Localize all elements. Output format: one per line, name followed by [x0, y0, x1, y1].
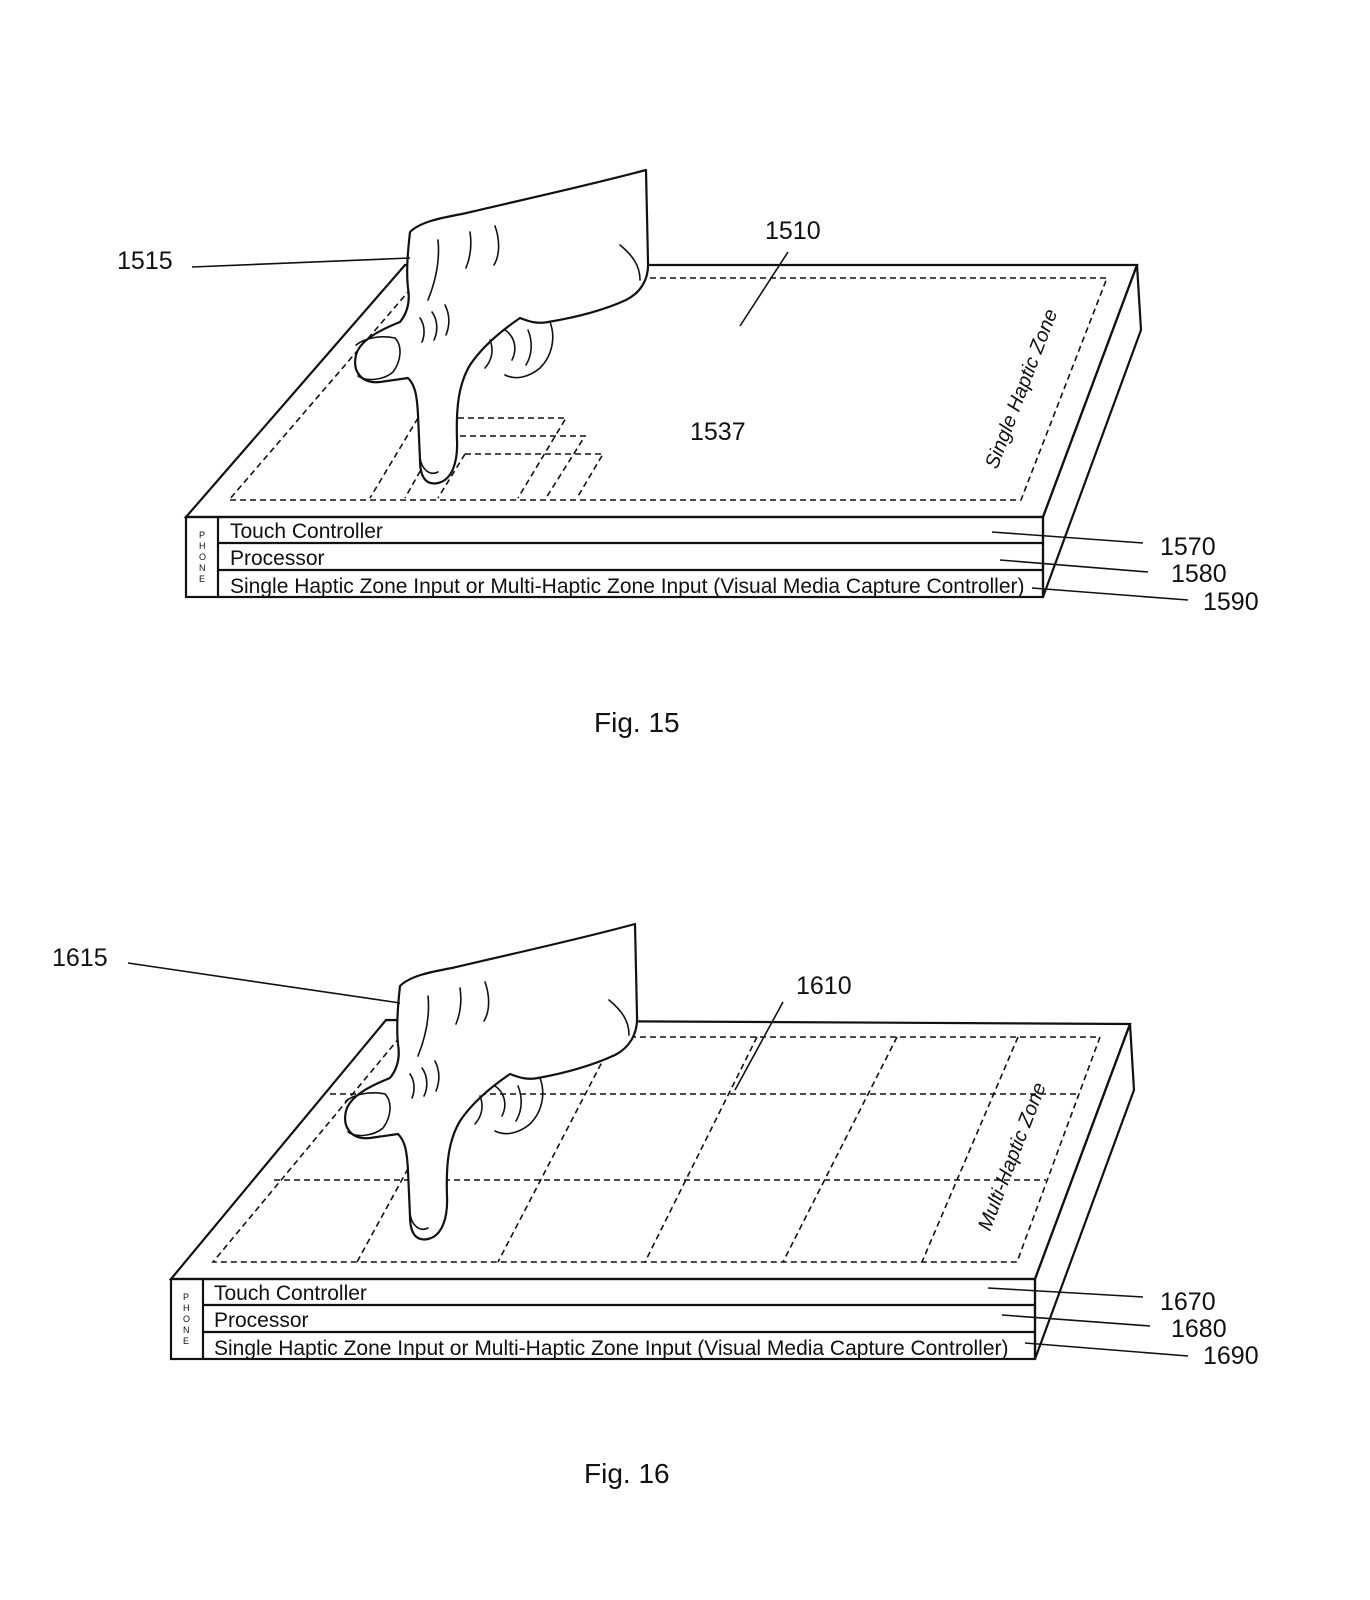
ref-1610: 1610: [796, 972, 852, 1000]
ref-1680: 1680: [1171, 1315, 1227, 1343]
ref-1510: 1510: [765, 217, 821, 245]
device-front-layers: [169, 1277, 1037, 1361]
ref-1615: 1615: [52, 944, 108, 972]
device-front-layers: [184, 515, 1045, 599]
grid-line-v3: [644, 1036, 758, 1263]
layer-touch-controller: Touch Controller: [214, 1282, 367, 1305]
phone-letter: E: [183, 1336, 189, 1346]
phone-letter: N: [199, 563, 206, 573]
layer-processor: Processor: [230, 547, 325, 570]
figure-caption-16: Fig. 16: [584, 1458, 670, 1489]
figure-16: 1615 1610 1670 1680 1690 Multi-Haptic Zo…: [52, 922, 1259, 1489]
single-haptic-zone-border: [227, 277, 1109, 501]
phone-letter: O: [183, 1314, 190, 1324]
phone-letter: H: [183, 1303, 190, 1313]
phone-letter: H: [199, 541, 206, 551]
screen-surface-1610: [168, 1018, 1132, 1281]
device-right-side: [1033, 1023, 1136, 1360]
ref-1580: 1580: [1171, 560, 1227, 588]
touch-ripple-3: [437, 453, 605, 499]
leader-1510: [739, 251, 789, 327]
figure-caption-15: Fig. 15: [594, 707, 680, 738]
ref-1515: 1515: [117, 247, 173, 275]
leader-1680: [1001, 1314, 1151, 1327]
figure-15: 1515 1510 1537 1570 1580 1590 Single Hap…: [117, 168, 1259, 738]
phone-letter: O: [199, 552, 206, 562]
zone-label-multi: Multi-Haptic Zone: [974, 1080, 1051, 1234]
multi-haptic-zone-border: [211, 1036, 1102, 1263]
leader-1690: [1024, 1342, 1189, 1357]
grid-line-v5: [921, 1036, 1019, 1263]
phone-letter: N: [183, 1325, 190, 1335]
leader-1615: [127, 962, 401, 1004]
leader-1515: [191, 257, 411, 268]
leader-1570: [991, 531, 1144, 544]
grid-line-v4: [782, 1036, 898, 1263]
screen-surface-1510: [183, 263, 1139, 519]
hand-1515-icon: [354, 168, 650, 485]
grid-line-v2: [497, 1036, 616, 1263]
phone-letter: P: [199, 530, 205, 540]
hand-1615-icon: [344, 922, 639, 1241]
ref-1670: 1670: [1160, 1288, 1216, 1316]
phone-letter: P: [183, 1292, 189, 1302]
layer-haptic-input: Single Haptic Zone Input or Multi-Haptic…: [230, 575, 1025, 598]
ref-1570: 1570: [1160, 533, 1216, 561]
ref-1690: 1690: [1203, 1342, 1259, 1370]
leader-1590: [1031, 587, 1189, 601]
leader-1610: [734, 1001, 784, 1091]
ref-1590: 1590: [1203, 588, 1259, 616]
zone-label-single: Single Haptic Zone: [981, 306, 1062, 472]
phone-letter: E: [199, 574, 205, 584]
layer-touch-controller: Touch Controller: [230, 520, 383, 543]
layer-haptic-input: Single Haptic Zone Input or Multi-Haptic…: [214, 1337, 1009, 1360]
leader-1670: [987, 1287, 1144, 1298]
touch-ripple-1: [369, 417, 568, 499]
ref-1537: 1537: [690, 418, 746, 446]
layer-processor: Processor: [214, 1309, 309, 1332]
leader-1580: [999, 559, 1149, 573]
